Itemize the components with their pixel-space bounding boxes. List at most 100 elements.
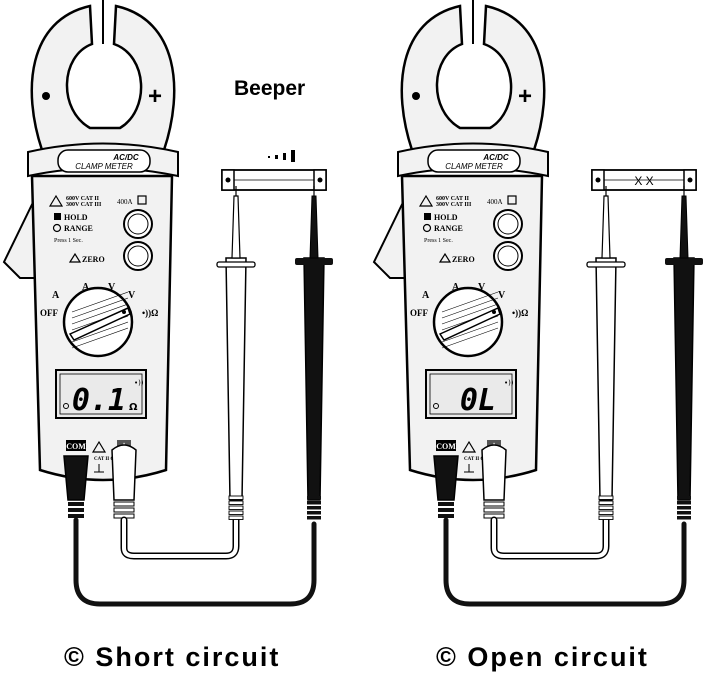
dial-a-dc: A	[422, 290, 430, 301]
zero-button-inner	[497, 245, 519, 267]
label-zero: ZERO	[452, 255, 475, 264]
red-probe-strain-rib	[228, 505, 244, 510]
dial-pointer	[68, 306, 131, 341]
beeper-label: Beeper	[234, 77, 306, 100]
black-probe-strain-rib	[677, 516, 691, 520]
dial-pointer-dot	[122, 310, 126, 314]
red-probe-guard	[586, 261, 626, 268]
black-lead-wire	[443, 517, 687, 607]
probe-contact-left	[225, 177, 231, 183]
lcd-unit: Ω	[129, 402, 138, 413]
dial-off: OFF	[410, 308, 428, 318]
label-press-note: Press 1 Sec.	[54, 238, 83, 244]
lcd-display	[55, 369, 147, 419]
black-probe-guard	[665, 258, 703, 265]
zero-delta-icon	[438, 252, 452, 263]
dial-grip-line	[71, 291, 129, 313]
red-probe-strain-rib	[598, 510, 614, 515]
hold-key-icon	[424, 213, 431, 220]
black-probe-strain-rib	[677, 511, 691, 515]
lcd-beeper-icon: •))	[134, 379, 144, 387]
label-clamp-meter: CLAMP METER	[75, 162, 133, 171]
dial-a-dc: A	[52, 290, 60, 301]
beeper-wave-bar	[283, 153, 286, 160]
black-probe-strain-rib	[307, 501, 321, 505]
jack-rating: CAT II 600V	[94, 457, 122, 462]
hold-key-icon	[54, 213, 61, 220]
beeper-wave-bar	[268, 156, 270, 158]
label-acdc: AC/DC	[112, 153, 139, 162]
dial-v-ac: V	[108, 282, 116, 293]
red-probe-body	[595, 257, 617, 501]
black-probe-body	[303, 257, 325, 501]
lcd-reading: 0L	[460, 383, 496, 418]
label-com: COM	[436, 442, 456, 451]
black-probe-strain-rib	[677, 501, 691, 505]
lcd-beeper-icon: •))	[504, 379, 514, 387]
warning-icon	[48, 194, 64, 207]
jack-warning-icon	[461, 440, 477, 453]
range-key-icon	[422, 223, 432, 233]
dial-grip-line	[71, 303, 129, 325]
hold-range-button-inner	[127, 213, 149, 235]
red-probe-strain-rib	[228, 495, 244, 500]
red-probe-strain-rib	[228, 510, 244, 515]
black-probe-strain-rib	[307, 496, 321, 500]
rating-line-2: 300V CAT III	[66, 202, 102, 208]
red-probe-strain-rib	[598, 495, 614, 500]
open-break-marks: X X	[634, 174, 653, 188]
double-insulation-icon	[137, 195, 147, 205]
com-jack-label-plate	[436, 440, 456, 451]
plus-plug	[111, 444, 137, 501]
lcd-display	[425, 369, 517, 419]
range-key-icon	[52, 223, 62, 233]
beeper-sound-icon	[268, 150, 295, 162]
black-probe-neck	[679, 195, 689, 259]
rating-line-1: 600V CAT II	[66, 196, 100, 202]
red-probe-strain-rib	[598, 505, 614, 510]
plus-plug-rib	[113, 507, 135, 513]
com-plug-rib	[68, 508, 84, 512]
clamp-jaws	[400, 4, 546, 152]
hold-range-button-inner	[497, 213, 519, 235]
lcd-reading: 0.1	[72, 383, 126, 418]
rating-current: 400A	[487, 198, 503, 206]
label-range: RANGE	[64, 224, 93, 233]
jaw-dot-marker	[412, 92, 420, 100]
caption-short-circuit: © Short circuit	[64, 642, 281, 672]
rating-current: 400A	[117, 198, 133, 206]
black-probe-strain-rib	[307, 516, 321, 520]
dial-a-ac: A	[82, 282, 90, 293]
beeper-wave-bar	[275, 155, 278, 159]
dial-ohm: •))Ω	[142, 308, 158, 318]
warning-icon	[418, 194, 434, 207]
dial-grip-line	[71, 297, 129, 319]
dial-grip-line	[441, 291, 499, 313]
dial-grip-line	[441, 327, 499, 349]
red-probe-strain-rib	[228, 500, 244, 505]
collar-label-plate	[57, 149, 151, 173]
black-probe-neck	[309, 195, 319, 259]
red-probe-guard	[216, 261, 256, 268]
com-plug	[433, 455, 459, 501]
label-acdc: AC/DC	[482, 153, 509, 162]
plus-plug-rib	[483, 501, 505, 507]
com-jack-label-plate	[66, 440, 86, 451]
lcd-hold-indicator	[433, 403, 439, 409]
lcd-inner	[59, 373, 143, 415]
dial-pointer-dot	[492, 310, 496, 314]
red-probe-strain-rib	[228, 515, 244, 520]
caption-open-circuit: © Open circuit	[436, 642, 649, 672]
red-probe-neck	[601, 195, 611, 259]
red-lead-wire	[492, 518, 608, 558]
plus-plug	[481, 444, 507, 501]
lcd-hold-indicator	[63, 403, 69, 409]
red-probe-strain-rib	[598, 515, 614, 520]
dial-off: OFF	[40, 308, 58, 318]
com-plug-rib	[68, 514, 84, 518]
dial-v-dc: V	[128, 290, 136, 301]
red-probe-strain-rib	[598, 500, 614, 505]
